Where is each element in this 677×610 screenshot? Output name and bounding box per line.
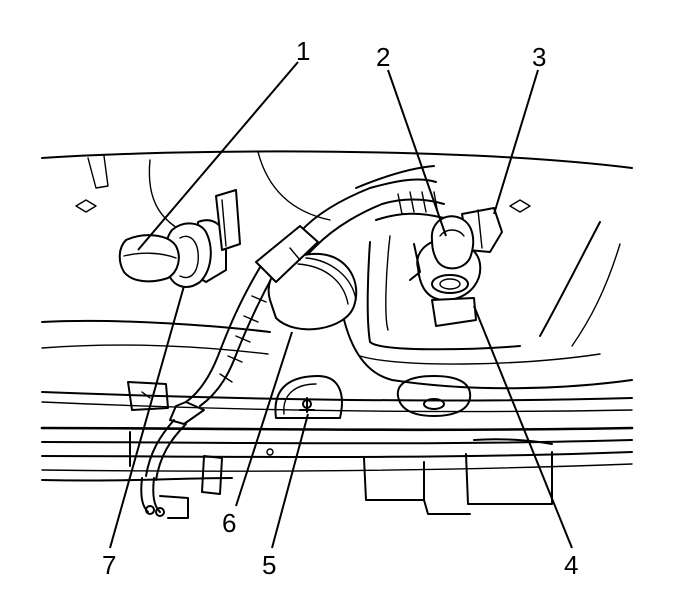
callout-4: 4 (564, 550, 578, 580)
leader-4 (473, 305, 573, 549)
callouts: 1 2 3 4 5 6 7 (102, 36, 578, 580)
leader-5 (271, 413, 309, 549)
lamp-pocket-left (274, 375, 343, 419)
callout-1: 1 (296, 36, 310, 66)
leader-1 (137, 61, 299, 251)
leader-2 (387, 69, 447, 237)
leader-6 (235, 331, 293, 507)
leader-lines (109, 61, 573, 549)
harness-connector (255, 225, 358, 331)
callout-5: 5 (262, 550, 276, 580)
bulb-left (118, 189, 241, 288)
lamp-pocket-right (396, 375, 472, 417)
callout-6: 6 (222, 508, 236, 538)
leader-3 (493, 69, 539, 215)
body-panel (41, 150, 633, 413)
callout-7: 7 (102, 550, 116, 580)
rear-bumper (40, 426, 634, 519)
callout-2: 2 (376, 42, 390, 72)
callout-3: 3 (532, 42, 546, 72)
bulb-right (409, 207, 503, 327)
leader-7 (109, 285, 185, 549)
